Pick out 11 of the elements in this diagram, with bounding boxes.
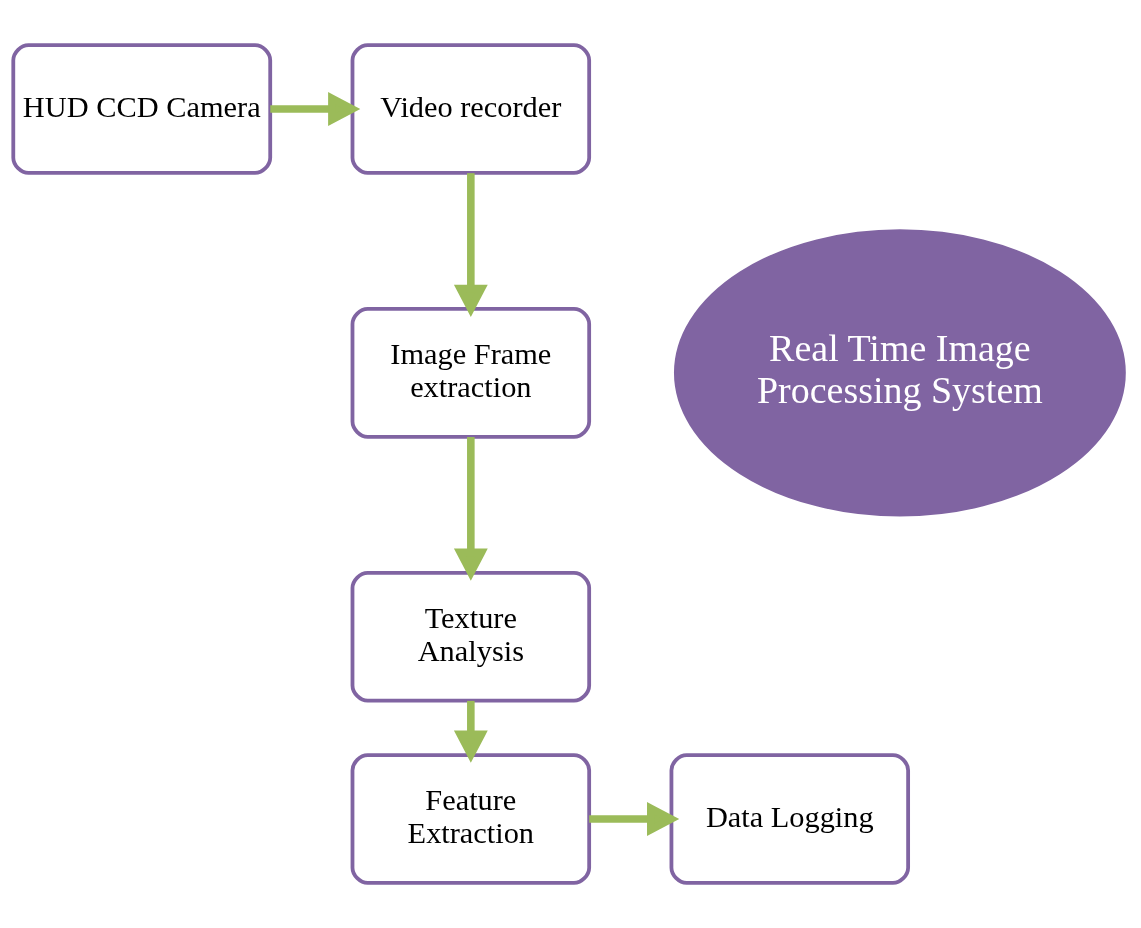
node-box: Texture Analysis (350, 570, 592, 703)
node-box: Feature Extraction (350, 753, 592, 885)
arrow (453, 700, 488, 763)
node-box: Video recorder (350, 43, 592, 175)
arrow (270, 92, 361, 126)
arrow (453, 437, 488, 581)
node-box: HUD CCD Camera (11, 43, 273, 175)
arrow (589, 802, 680, 836)
node-box: Data Logging (669, 753, 910, 885)
node-box: Image Frame extraction (350, 307, 592, 439)
arrow (453, 173, 488, 317)
